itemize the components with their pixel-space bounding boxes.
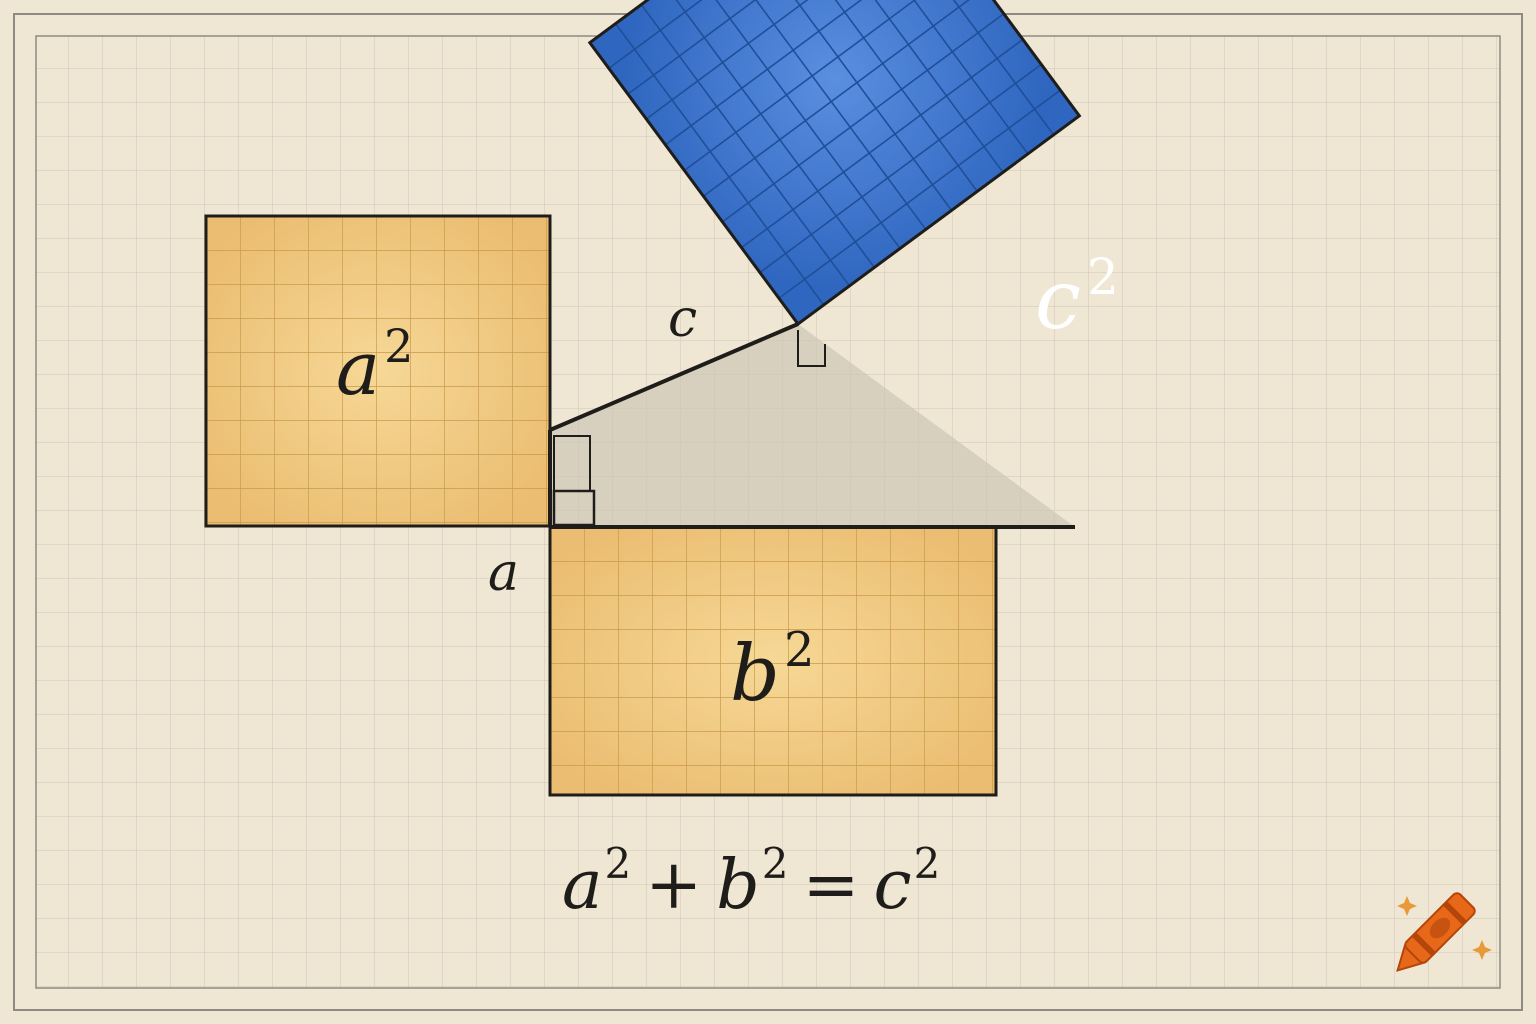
square-a-squared-outline xyxy=(204,214,552,528)
square-b-squared-grid xyxy=(550,527,996,795)
sparkle-icon xyxy=(1397,896,1492,960)
triangle-side-c xyxy=(549,322,799,432)
label-a-squared: a2 xyxy=(336,319,413,412)
square-c-squared-grid xyxy=(608,0,1061,306)
label-side-a: a xyxy=(488,543,519,603)
angle-marker-upper xyxy=(553,435,591,492)
label-side-c: c xyxy=(668,289,697,349)
crayon-icon xyxy=(1396,892,1476,972)
square-a-squared-grid xyxy=(206,216,550,526)
label-b-squared: b2 xyxy=(730,622,814,719)
square-c-squared xyxy=(587,0,1082,327)
angle-marker-c xyxy=(797,330,826,367)
square-c-squared-outline xyxy=(587,0,1082,327)
pythagorean-equation: a2+b2=c2 xyxy=(562,839,940,925)
